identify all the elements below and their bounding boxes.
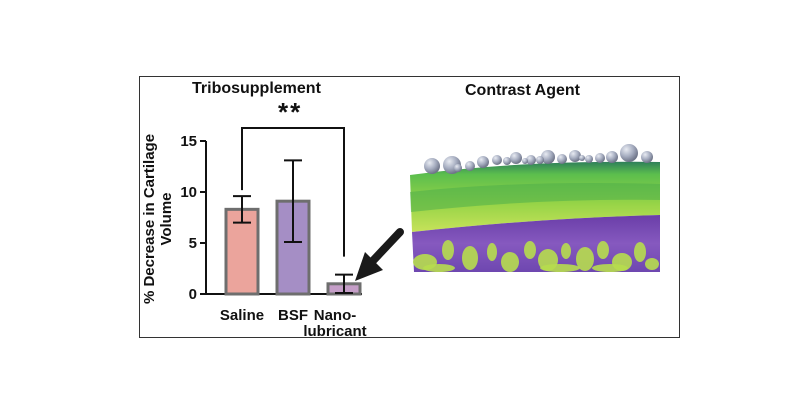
y-tick-label: 0 xyxy=(189,286,197,303)
contrast-agent-spheres xyxy=(424,144,653,174)
bone-spot xyxy=(487,243,497,261)
significance-label: ** xyxy=(278,97,303,127)
sphere xyxy=(503,157,511,165)
bone-spot xyxy=(462,246,478,270)
bone-spot xyxy=(634,242,646,262)
bone-spot xyxy=(524,241,536,259)
bone-spot xyxy=(597,241,609,259)
significance-bracket xyxy=(241,127,345,257)
y-tick-label: 10 xyxy=(180,184,197,201)
sphere xyxy=(526,155,536,165)
bone-spot xyxy=(540,264,580,272)
x-category-label: lubricant xyxy=(303,323,366,340)
sphere xyxy=(569,150,581,162)
cartilage-band xyxy=(410,183,660,212)
bone-spot xyxy=(561,243,571,259)
cartilage-illustration xyxy=(410,144,660,272)
sphere xyxy=(477,156,489,168)
bone-spot xyxy=(501,252,519,272)
sphere xyxy=(620,144,638,162)
bone-spot xyxy=(592,264,628,272)
sphere xyxy=(606,151,618,163)
sphere xyxy=(585,155,593,163)
panel-title-contrast-agent: Contrast Agent xyxy=(465,82,580,99)
sphere xyxy=(424,158,440,174)
sphere xyxy=(641,151,653,163)
sphere xyxy=(465,161,475,171)
sphere xyxy=(557,154,567,164)
bone-spot xyxy=(645,258,659,270)
sphere xyxy=(492,155,502,165)
bone-spot xyxy=(423,264,455,272)
sphere xyxy=(510,152,522,164)
sphere xyxy=(454,164,462,172)
sphere xyxy=(579,155,585,161)
bone-spot xyxy=(576,247,594,271)
panel-title-tribosupplement: Tribosupplement xyxy=(192,80,321,97)
chart-bars xyxy=(224,159,362,296)
sphere xyxy=(595,153,605,163)
sphere xyxy=(522,158,528,164)
bone-yellow-spots xyxy=(413,240,659,272)
x-category-label: Saline xyxy=(220,307,264,324)
x-category-label: BSF xyxy=(278,307,308,324)
y-tick-label: 5 xyxy=(189,235,197,252)
bone-spot xyxy=(442,240,454,260)
x-category-label: Nano- xyxy=(314,307,357,324)
pointer-arrow xyxy=(355,228,404,281)
sphere xyxy=(541,150,555,164)
y-tick-label: 15 xyxy=(180,133,197,150)
sphere xyxy=(536,156,544,164)
